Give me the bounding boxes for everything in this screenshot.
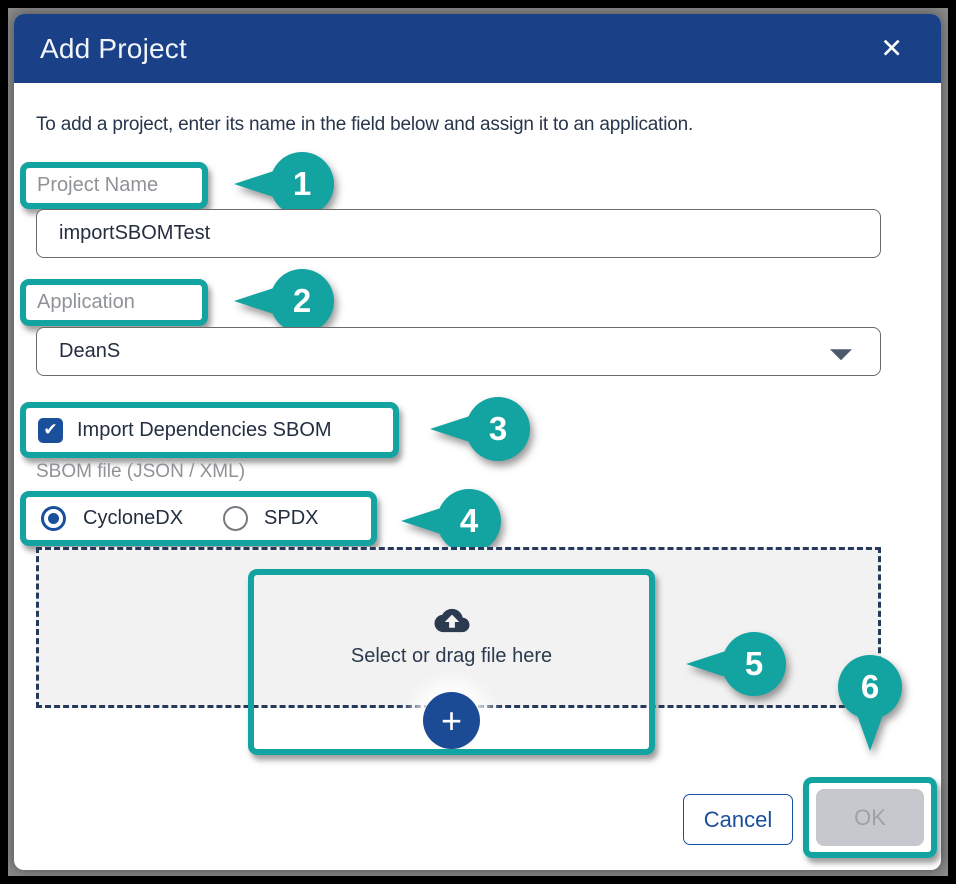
spdx-label: SPDX — [264, 507, 319, 529]
annotation-number: 3 — [466, 397, 530, 461]
annotation-callout-4: 4 — [401, 489, 501, 553]
cloud-upload-icon — [434, 608, 469, 633]
annotation-number: 1 — [270, 152, 334, 216]
annotation-number: 6 — [838, 655, 902, 719]
annotation-box-application-label: Application — [20, 279, 208, 326]
annotation-box-project-name-label: Project Name — [20, 162, 208, 209]
dropzone-content: Select or drag file here + — [248, 569, 655, 755]
application-selected-value: DeanS — [59, 340, 121, 362]
dropzone-text: Select or drag file here — [350, 645, 553, 667]
project-name-label: Project Name — [37, 174, 159, 196]
spdx-radio[interactable] — [223, 506, 249, 531]
annotation-callout-1: 1 — [234, 152, 334, 216]
annotation-callout-2: 2 — [234, 269, 334, 333]
add-project-dialog: Add Project ✕ To add a project, enter it… — [14, 14, 941, 870]
annotation-callout-3: 3 — [430, 397, 530, 461]
annotation-callout-6: 6 — [838, 655, 902, 751]
cyclonedx-label: CycloneDX — [83, 507, 184, 529]
application-label: Application — [37, 291, 135, 313]
annotation-number: 5 — [722, 632, 786, 696]
annotation-box-import-sbom: ✔ Import Dependencies SBOM — [20, 402, 399, 458]
dialog-title: Add Project — [40, 32, 187, 64]
ok-button[interactable]: OK — [816, 789, 924, 846]
application-select[interactable]: DeanS — [36, 327, 881, 376]
dialog-header: Add Project ✕ — [14, 14, 941, 83]
sbom-file-label: SBOM file (JSON / XML) — [36, 461, 246, 482]
close-icon[interactable]: ✕ — [880, 33, 903, 63]
project-name-input[interactable] — [36, 209, 881, 258]
annotation-box-sbom-format: CycloneDX SPDX — [20, 491, 377, 546]
add-file-button[interactable]: + — [423, 692, 480, 749]
dialog-instruction: To add a project, enter its name in the … — [36, 114, 694, 135]
check-icon: ✔ — [43, 420, 58, 439]
radio-dot — [48, 513, 59, 524]
annotation-callout-5: 5 — [686, 632, 786, 696]
annotation-box-dropzone — [248, 569, 655, 755]
chevron-down-icon — [830, 348, 852, 360]
cyclonedx-radio[interactable] — [41, 506, 66, 531]
import-sbom-label: Import Dependencies SBOM — [77, 418, 332, 441]
cancel-button[interactable]: Cancel — [683, 794, 793, 845]
plus-icon: + — [440, 699, 463, 741]
annotation-number: 4 — [437, 489, 501, 553]
import-sbom-checkbox[interactable]: ✔ — [38, 417, 63, 443]
annotation-box-ok-button — [803, 777, 937, 858]
annotation-number: 2 — [270, 269, 334, 333]
